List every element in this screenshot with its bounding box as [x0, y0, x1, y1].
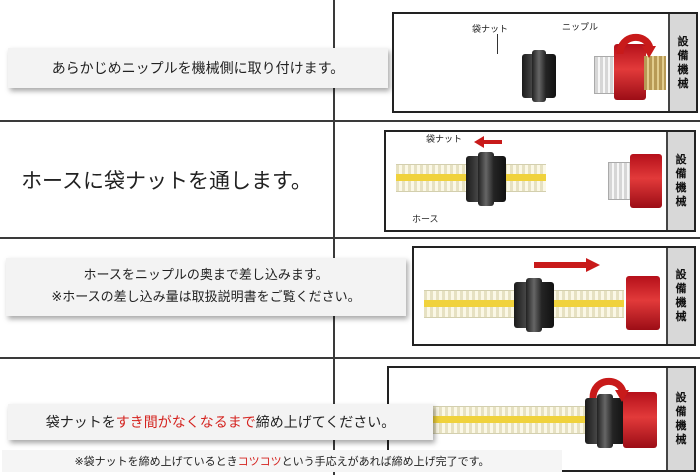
footnote-post: という手応えがあれば締め上げ完了です。 [281, 455, 490, 468]
nut-label: 袋ナット [472, 25, 509, 35]
row-divider-1 [0, 120, 700, 122]
step-4-text: 袋ナットをすき間がなくなるまで締め上げてください。 [8, 404, 433, 440]
tighten-arrow-icon-2 [589, 378, 629, 402]
nipple-label: ニップル [562, 23, 599, 33]
nipple-thread-2 [608, 162, 634, 200]
equipment-side-label-3: 設備 機械 [666, 248, 694, 344]
hose-label: ホース [412, 215, 439, 225]
equipment-side-label-4: 設備 機械 [666, 368, 694, 470]
step-3-illustration: 設備 機械 [412, 246, 696, 346]
step-2-text: ホースに袋ナットを通します。 [21, 169, 312, 193]
nipple-body-2 [630, 154, 662, 208]
step-4-pre: 袋ナットを [45, 415, 116, 431]
step-1-text: あらかじめニップルを機械側に取り付けます。 [8, 48, 388, 88]
cap-nut-3 [514, 278, 554, 332]
step-3-line-1: ホースをニップルの奥まで差し込みます。 [83, 268, 329, 283]
tighten-arrow-icon [616, 34, 656, 58]
left-arrow-icon [474, 136, 502, 148]
nut-label-2: 袋ナット [426, 135, 463, 145]
step-3-text: ホースをニップルの奥まで差し込みます。 ※ホースの差し込み量は取扱説明書をご覧く… [6, 258, 406, 316]
row-divider-2 [0, 237, 700, 239]
step-4-highlight: すき間がなくなるまで [115, 415, 256, 431]
cap-nut-2 [466, 152, 506, 206]
row-divider-3 [0, 357, 700, 359]
step-2-illustration: 袋ナット ホース 設備 機械 [384, 130, 696, 232]
step-3-line-2: ※ホースの差し込み量は取扱説明書をご覧ください。 [51, 290, 361, 305]
nipple-body-3 [626, 276, 660, 330]
footnote: ※袋ナットを締め上げているときコツコツという手応えがあれば締め上げ完了です。 [2, 450, 562, 472]
cap-nut [522, 50, 556, 102]
step-1-illustration: 袋ナット ニップル 設備 機械 [392, 12, 698, 113]
brass-fitting [644, 56, 666, 90]
cap-nut-4 [585, 394, 625, 448]
equipment-side-label-2: 設備 機械 [666, 132, 694, 230]
footnote-pre: ※袋ナットを締め上げているとき [74, 455, 238, 468]
right-arrow-icon [534, 258, 600, 272]
equipment-side-label: 設備 機械 [668, 14, 696, 111]
footnote-highlight: コツコツ [237, 455, 282, 468]
nipple-body-4 [623, 392, 657, 448]
nut-leader-line [497, 34, 498, 54]
step-4-post: 締め上げてください。 [255, 415, 396, 431]
